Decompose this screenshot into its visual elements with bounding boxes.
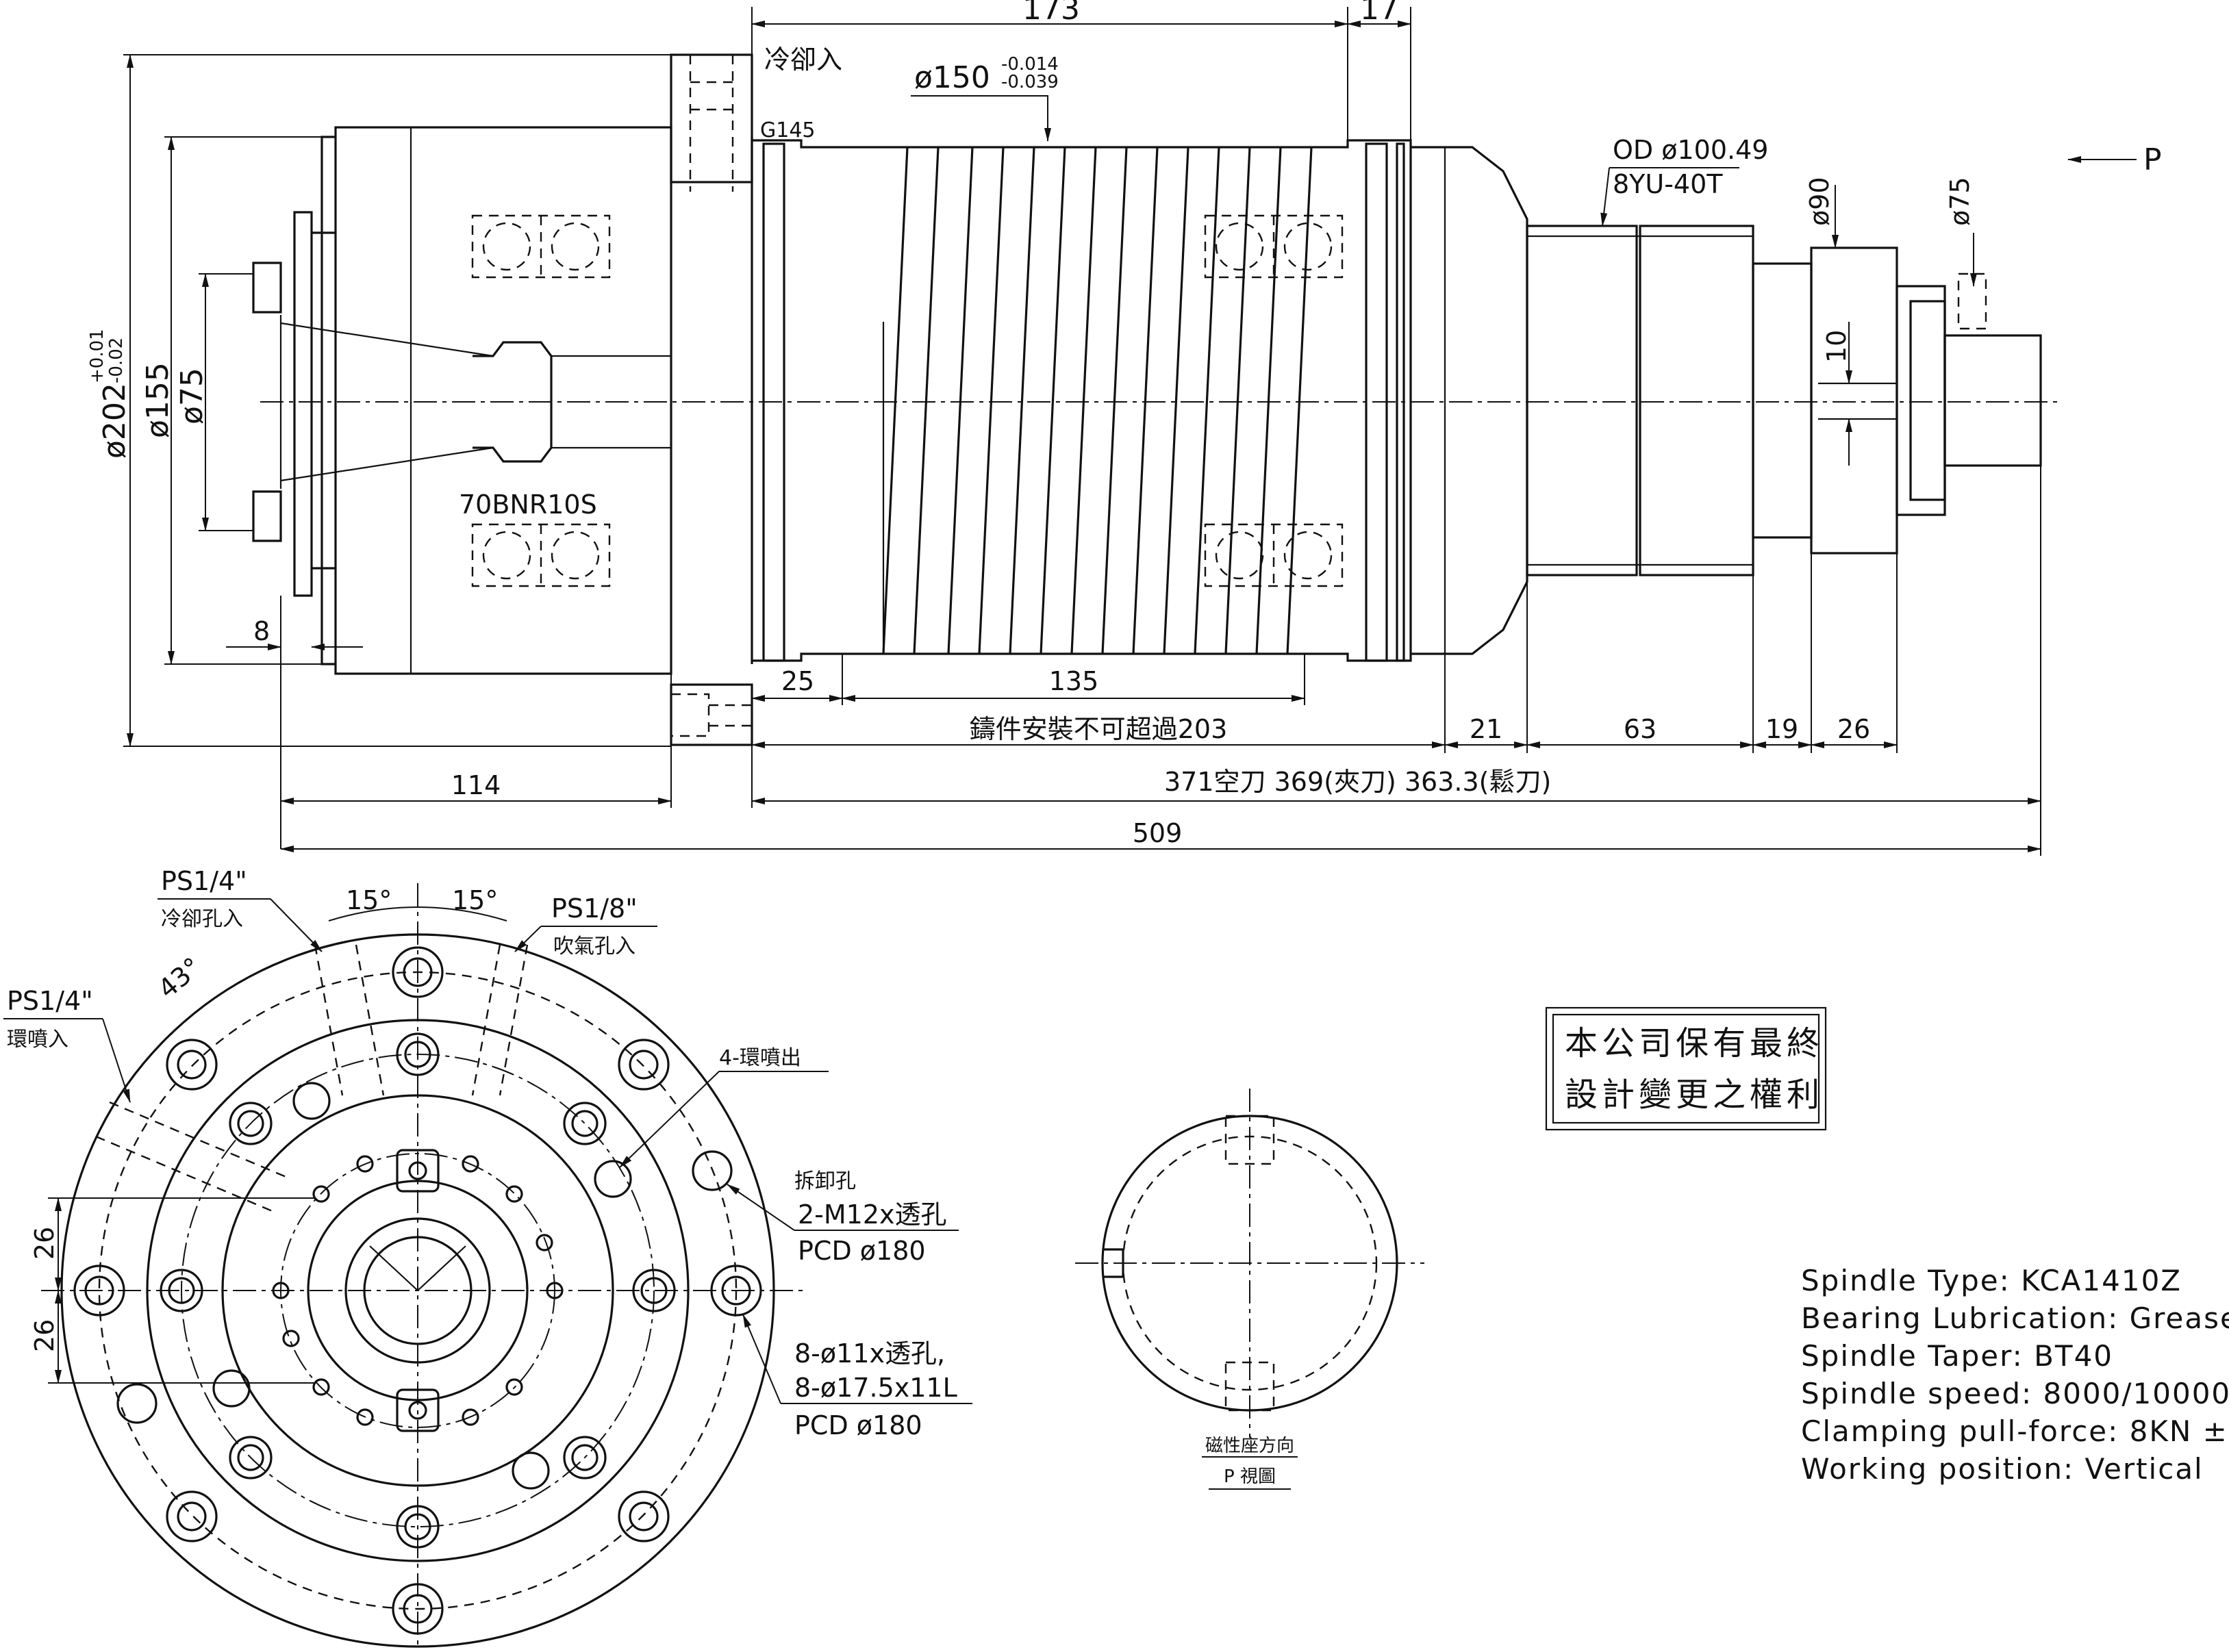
rear-housing (252, 53, 753, 746)
spec-bearing-lubrication: Bearing Lubrication: Grease (1801, 1301, 2229, 1335)
spec-working-position: Working position: Vertical (1801, 1452, 2204, 1486)
dim-173-label: 173 (1022, 0, 1080, 27)
dim-17-label: 17 (1360, 0, 1398, 27)
dia-75-left-label: ø75 (175, 368, 210, 424)
dia-75-right-label: ø75 (1945, 177, 1975, 226)
p-view: 磁性座方向 P 視圖 (1075, 1089, 1424, 1490)
dia-202-tol-upper: +0.01 (87, 329, 108, 383)
p-view-label: P 視圖 (1224, 1466, 1276, 1487)
rear-bearings (471, 214, 611, 587)
bearing-label: 70BNR10S (459, 490, 597, 520)
dim-114-label: 114 (451, 770, 501, 800)
dim-135-label: 135 (1049, 666, 1099, 696)
spec-spindle-taper: Spindle Taper: BT40 (1801, 1339, 2113, 1373)
g145-label: G145 (760, 118, 816, 142)
casting-note: 鑄件安裝不可超過203 (970, 714, 1228, 744)
pulley-and-drive (1526, 225, 2042, 576)
dim-8-label: 8 (253, 616, 270, 646)
dia-150-tol-upper: -0.014 (1001, 54, 1059, 75)
dim-509-label: 509 (1133, 818, 1183, 848)
dim-26-label: 26 (1837, 714, 1870, 744)
ps14-top-label: PS1/4" (161, 866, 247, 896)
holes-line2-label: 8-ø17.5x11L (794, 1373, 957, 1403)
front-dim-26-upper: 26 (29, 1227, 60, 1260)
air-hole-in-label: 吹氣孔入 (553, 935, 635, 958)
nose-cone (1411, 146, 1528, 655)
outer-flange (60, 933, 775, 1648)
spec-clamping-force: Clamping pull-force: 8KN ±10% (1801, 1414, 2229, 1448)
notice-line1: 本公司保有最終 (1565, 1024, 1824, 1063)
ps18-label: PS1/8" (551, 893, 638, 924)
holes-line1-label: 8-ø11x透孔, (794, 1338, 945, 1369)
spec-spindle-speed: Spindle speed: 8000/10000rpm (1801, 1377, 2229, 1410)
removal-hole-label: 拆卸孔 (794, 1169, 856, 1193)
spec-spindle-type: Spindle Type: KCA1410Z (1801, 1264, 2182, 1297)
cooling-jacket (751, 137, 1412, 664)
inner-holes (272, 1155, 564, 1426)
dim-10-label: 10 (1822, 330, 1852, 363)
side-dimensions: 173 17 冷卻入 ø150 -0.014 -0.039 G145 OD ø1… (87, 0, 2162, 856)
notice-box: 本公司保有最終 設計變更之權利 (1545, 1006, 1827, 1131)
angle-43-label: 43° (153, 952, 207, 1004)
notice-line2: 設計變更之權利 (1565, 1076, 1824, 1114)
side-view: 173 17 冷卻入 ø150 -0.014 -0.039 G145 OD ø1… (87, 0, 2162, 856)
dia-90-label: ø90 (1804, 177, 1835, 226)
dim-63-label: 63 (1624, 714, 1657, 744)
dim-25-label: 25 (781, 666, 814, 696)
magnetic-direction-label: 磁性座方向 (1205, 1436, 1294, 1456)
pcd180-a-label: PCD ø180 (798, 1236, 926, 1266)
od-label: OD ø100.49 (1613, 135, 1768, 165)
dia-155-label: ø155 (140, 362, 175, 438)
m12-label: 2-M12x透孔 (798, 1199, 947, 1230)
dia-202-label: ø202 (97, 383, 132, 459)
angle-15-right: 15° (452, 885, 498, 915)
front-dim-26-lower: 26 (29, 1319, 60, 1352)
bolt-holes (160, 1032, 676, 1549)
dim-19-label: 19 (1765, 714, 1798, 744)
gauge-line-label: 371空刀 369(夾刀) 363.3(鬆刀) (1164, 767, 1551, 797)
angle-15-left: 15° (346, 885, 392, 915)
dia-150-label: ø150 (914, 60, 990, 95)
outer-ring-holes (73, 946, 762, 1635)
ps14-left-label: PS1/4" (7, 986, 93, 1016)
dia-202-tol-lower: -0.02 (106, 338, 127, 383)
spec-list: Spindle Type: KCA1410Z Bearing Lubricati… (1801, 1264, 2229, 1486)
p-arrow-label: P (2143, 142, 2162, 177)
ring-spray-out-label: 4-環噴出 (719, 1046, 801, 1070)
front-bearings (1204, 214, 1344, 587)
front-view: 26 26 PS1/4" 冷卻孔入 15° 15° PS1/8" 吹氣孔入 43… (3, 866, 972, 1649)
ring-spray-in-label: 環噴入 (7, 1028, 68, 1052)
coolant-in-label: 冷卻入 (764, 45, 842, 75)
dia-150-tol-lower: -0.039 (1001, 72, 1059, 92)
belt-label: 8YU-40T (1613, 169, 1723, 199)
coolant-hole-in-label: 冷卻孔入 (161, 907, 243, 931)
dim-21-label: 21 (1470, 714, 1502, 744)
pcd180-b-label: PCD ø180 (794, 1410, 922, 1440)
